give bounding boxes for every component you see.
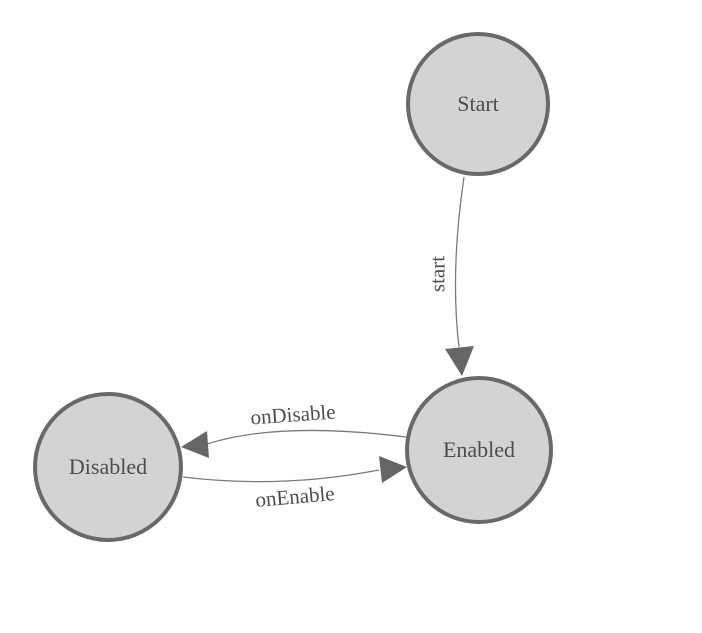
edge-enabled-to-disabled	[206, 429, 407, 445]
node-enabled[interactable]: Enabled	[405, 376, 553, 524]
arrowhead-start-to-enabled-icon	[445, 346, 474, 376]
node-start[interactable]: Start	[406, 32, 550, 176]
arrowhead-disabled-to-enabled-icon	[379, 456, 407, 483]
edge-disabled-to-enabled	[182, 469, 380, 483]
node-enabled-label: Enabled	[442, 437, 516, 462]
arrowhead-enabled-to-disabled-icon	[181, 431, 209, 458]
node-disabled-label: Disabled	[68, 454, 148, 479]
node-disabled[interactable]: Disabled	[33, 392, 183, 542]
edge-start-to-enabled	[454, 176, 465, 348]
edge-label-start: start	[425, 255, 450, 293]
node-start-label: Start	[457, 91, 499, 116]
